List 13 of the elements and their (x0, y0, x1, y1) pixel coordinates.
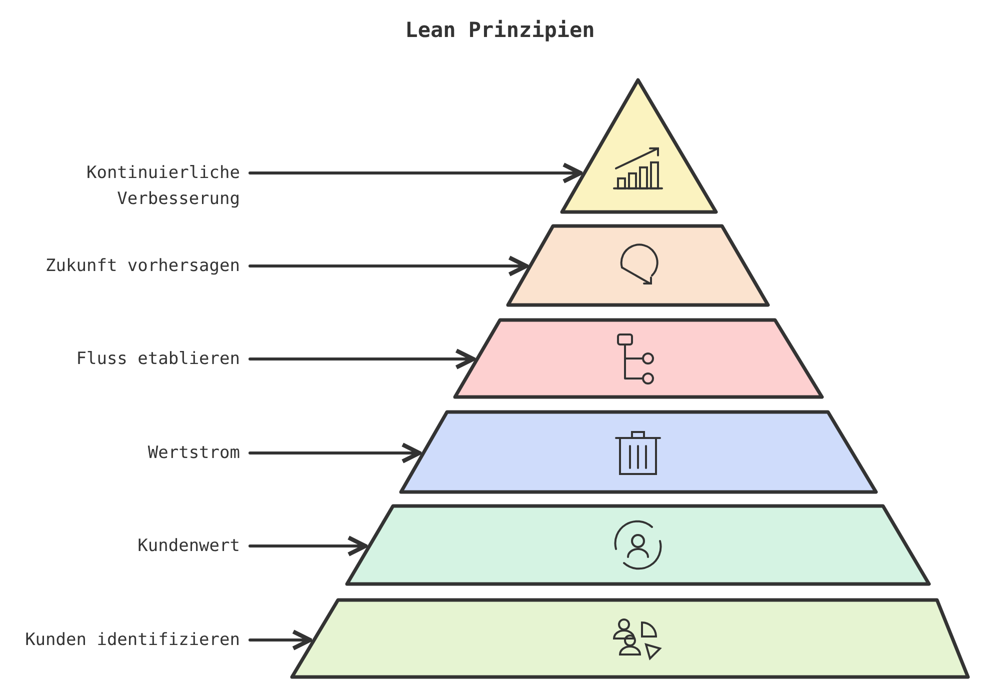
step-label: Kunden identifizieren (10, 627, 240, 653)
arrow (248, 256, 528, 276)
arrow (248, 536, 368, 556)
arrow (248, 442, 422, 464)
step-label: Kontinuierliche Verbesserung (10, 160, 240, 212)
arrow (248, 162, 583, 184)
step-label: Fluss etablieren (10, 346, 240, 372)
step-label: Zukunft vorhersagen (10, 253, 240, 279)
arrow (248, 630, 312, 650)
arrow (248, 348, 476, 370)
step-label: Kundenwert (10, 533, 240, 559)
step-label: Wertstrom (10, 440, 240, 466)
title: Lean Prinzipien (404, 18, 596, 42)
